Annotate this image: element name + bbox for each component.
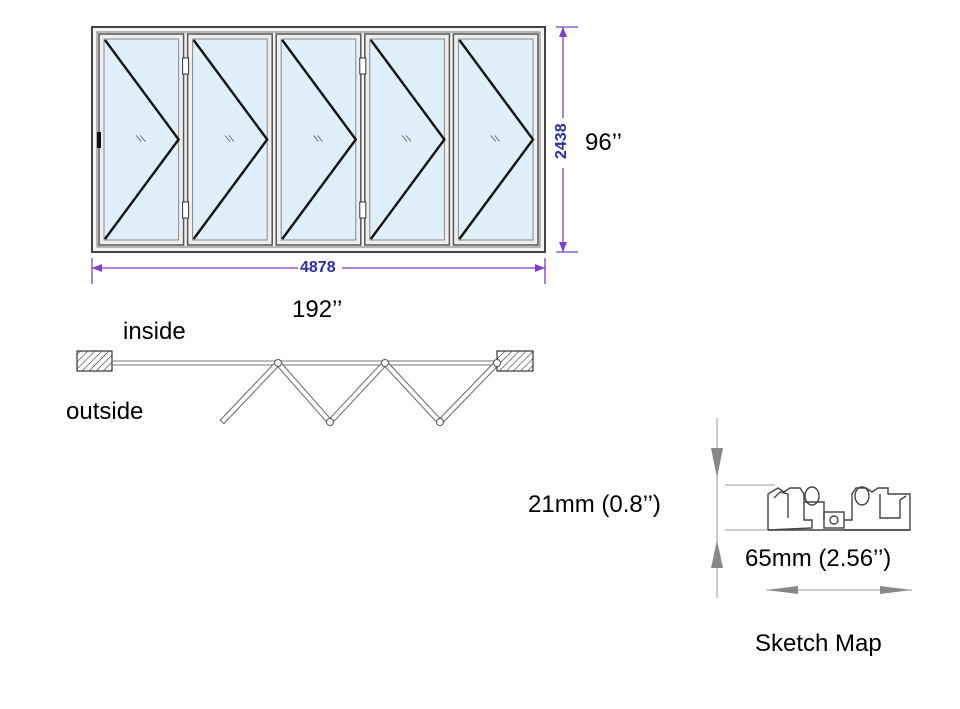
hinge (182, 201, 190, 219)
hinge (182, 57, 190, 75)
hinge (359, 201, 367, 219)
door-panel (452, 33, 539, 246)
caption: Sketch Map (755, 630, 882, 657)
width-mm-label: 4878 (300, 259, 336, 276)
swing-indicator (104, 39, 181, 240)
pivot-point (326, 418, 334, 426)
fold-leaves (219, 359, 501, 426)
fold-leaf (327, 360, 388, 425)
swing-indicator (369, 39, 446, 240)
hinge (359, 57, 367, 75)
hinges (97, 57, 367, 219)
width-dimension (91, 258, 546, 284)
profile-drawing (767, 486, 911, 531)
height-dimension (556, 26, 578, 253)
fold-plan-view (76, 350, 534, 426)
outside-label: outside (66, 398, 144, 425)
swing-indicator (192, 39, 269, 240)
door-panel (98, 33, 185, 246)
glass-pane (457, 38, 534, 241)
glass-pane (192, 38, 268, 241)
swing-indicator (281, 39, 358, 240)
fold-leaf (382, 360, 443, 425)
pivot-point (493, 359, 501, 367)
pivot-point (381, 359, 389, 367)
pivot-point (274, 359, 282, 367)
door-panel (275, 33, 362, 246)
fold-leaf (219, 360, 281, 425)
wall-left (76, 350, 113, 372)
glass-pane (280, 38, 357, 241)
wall-right (496, 350, 534, 372)
door-panel (364, 33, 451, 246)
door-panel (186, 33, 273, 246)
fold-leaf (437, 360, 500, 425)
fold-leaf (275, 360, 333, 425)
height-mm-label: 2438 (553, 123, 570, 159)
swing-indicator (458, 39, 535, 240)
pivot-point (436, 418, 444, 426)
profile-section (711, 418, 912, 598)
profile-height-label: 21mm (0.8’’) (528, 491, 661, 518)
glass-pane (103, 38, 180, 241)
profile-width-label: 65mm (2.56’’) (745, 545, 892, 572)
inside-label: inside (123, 318, 186, 345)
width-in-label: 192’’ (292, 296, 343, 323)
door-panels (98, 33, 539, 246)
glass-pane (369, 38, 445, 241)
height-in-label: 96’’ (585, 129, 622, 156)
door-handle (97, 132, 101, 148)
door-elevation (91, 26, 546, 253)
